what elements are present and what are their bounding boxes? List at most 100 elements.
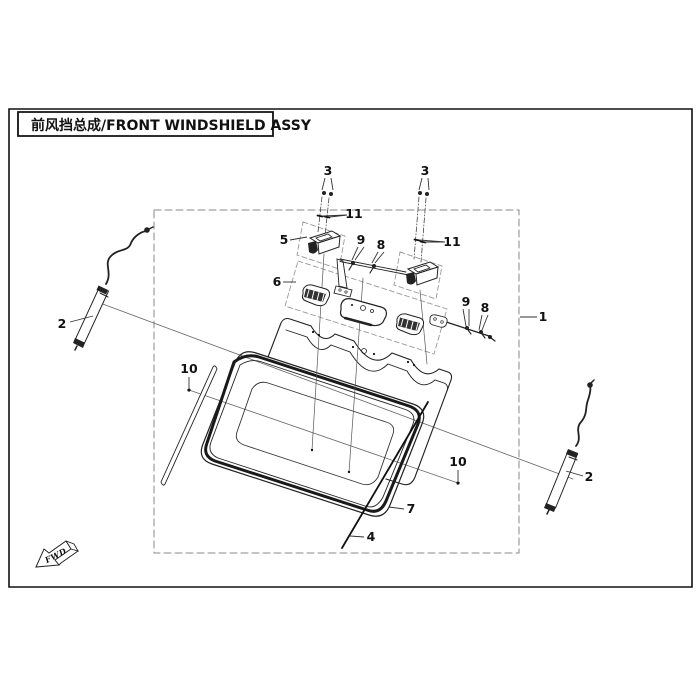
bracket-subbox-6	[284, 260, 448, 355]
strut-left-bottom-cap	[73, 338, 85, 348]
strut-right-cable-tip	[590, 379, 595, 384]
title-box	[17, 111, 274, 137]
hinge-pin-line	[188, 389, 459, 484]
part-label-9-right-leader	[462, 308, 467, 327]
center-pad-hole	[360, 305, 366, 311]
glass-frit-line	[235, 381, 395, 486]
screw-9-left-thread	[348, 264, 353, 271]
rail-right-end-thread	[490, 337, 496, 342]
part-label-10-left: 10	[180, 361, 198, 376]
part-label-9-left: 9	[357, 232, 366, 247]
trim-rod-item4	[341, 401, 429, 549]
pad-right-face	[398, 317, 420, 331]
part-label-2-right-leader	[565, 470, 584, 477]
screw-8-right	[479, 330, 483, 334]
part-label-11-right: 11	[443, 234, 460, 249]
screw-8-left-thread	[369, 267, 374, 274]
latch-right-front	[415, 266, 439, 286]
screw-3-right-b	[425, 192, 429, 196]
part-label-3-left-leader	[330, 177, 334, 191]
part-label-8-left-leader	[374, 251, 385, 264]
part-label-3-right-leader	[418, 177, 423, 191]
fwd-arrow-face	[35, 540, 72, 568]
part-label-8-right: 8	[481, 300, 490, 315]
l-bracket-hole	[338, 288, 342, 292]
l-bracket-hole	[344, 290, 348, 294]
strut-left-cable	[105, 230, 147, 285]
glass-panel-outline	[267, 317, 453, 486]
notch-dot	[412, 363, 416, 367]
part-label-11-left: 11	[345, 206, 362, 221]
center-pad-outline	[339, 298, 388, 327]
align-dot-a	[310, 448, 314, 452]
notch-dot	[311, 330, 315, 334]
centerline-3-left	[317, 196, 330, 237]
screw-8-left	[372, 264, 376, 268]
strut-left-collar	[99, 292, 109, 298]
assembly-boundary-box	[153, 209, 520, 554]
hinge-dot-left	[187, 388, 191, 392]
part-label-9-right: 9	[462, 294, 471, 309]
screw-9-right-thread	[467, 329, 472, 335]
strut-right-bottom-stub	[546, 509, 550, 515]
part-label-1: 1	[539, 309, 548, 324]
center-pad-hole-small	[370, 309, 374, 313]
latch-subbox-left	[296, 221, 346, 270]
screw-9-right	[465, 326, 469, 330]
page-border	[8, 108, 693, 588]
strut-left-top-cap	[96, 285, 108, 295]
part-label-5: 5	[280, 232, 289, 247]
page-title: 前风挡总成/FRONT WINDSHIELD ASSY	[31, 117, 312, 134]
windshield-seal-inner	[209, 360, 415, 508]
l-bracket-arm	[336, 258, 348, 289]
latch-left-detail	[315, 233, 333, 242]
screw-3-left-a	[322, 191, 326, 195]
part-label-7: 7	[407, 501, 416, 516]
part-label-8-left-leader	[371, 251, 379, 264]
glass-edge-thickness	[285, 329, 449, 392]
align-dot-b	[347, 470, 351, 474]
strut-left-bottom-stub	[74, 345, 78, 351]
latch-left-hook	[308, 241, 318, 254]
latch-right-hook	[406, 272, 416, 285]
part-label-3-left: 3	[324, 163, 333, 178]
part-label-2-left: 2	[58, 316, 67, 331]
strut-right-collar	[568, 456, 578, 461]
notch-dot	[351, 345, 355, 349]
pad-left-face	[304, 288, 326, 302]
center-pad-lip	[343, 316, 373, 327]
pad-right-slash	[400, 318, 419, 331]
align-line-latch-left	[311, 253, 325, 451]
pivot-axis-line	[99, 302, 574, 480]
strut-left-cable-tip	[148, 226, 154, 230]
part-label-8-right-leader	[481, 314, 489, 331]
side-strip	[160, 365, 218, 486]
windshield-seal-outer	[200, 351, 425, 517]
strut-left-cable-end	[144, 227, 150, 233]
part-label-2-left-leader	[69, 315, 94, 323]
notch-dot	[406, 360, 410, 364]
hinge-dot-right	[456, 481, 460, 485]
pad-left-slash	[306, 289, 325, 302]
part-label-4: 4	[367, 529, 376, 544]
strut-right-bottom-cap	[544, 503, 556, 512]
part-label-6: 6	[273, 274, 282, 289]
strut-right-top-cap	[566, 449, 578, 458]
latch-subbox-right	[393, 251, 443, 300]
center-pad-dot	[351, 304, 353, 306]
part-label-11-left-leader	[329, 214, 348, 218]
washer-11-left	[316, 214, 331, 219]
part-label-8-right-leader	[478, 314, 483, 331]
part-label-9-left-leader	[351, 246, 359, 261]
mount-plate-hole	[433, 317, 437, 321]
notch-dot	[372, 352, 376, 356]
latch-right-detail	[413, 264, 431, 273]
part-label-9-left-leader	[354, 246, 365, 261]
screw-3-right-a	[418, 191, 422, 195]
part-label-10-right: 10	[449, 454, 467, 469]
washer-11-right	[413, 238, 427, 244]
part-label-7-leader	[388, 506, 405, 510]
part-label-3-right: 3	[421, 163, 430, 178]
